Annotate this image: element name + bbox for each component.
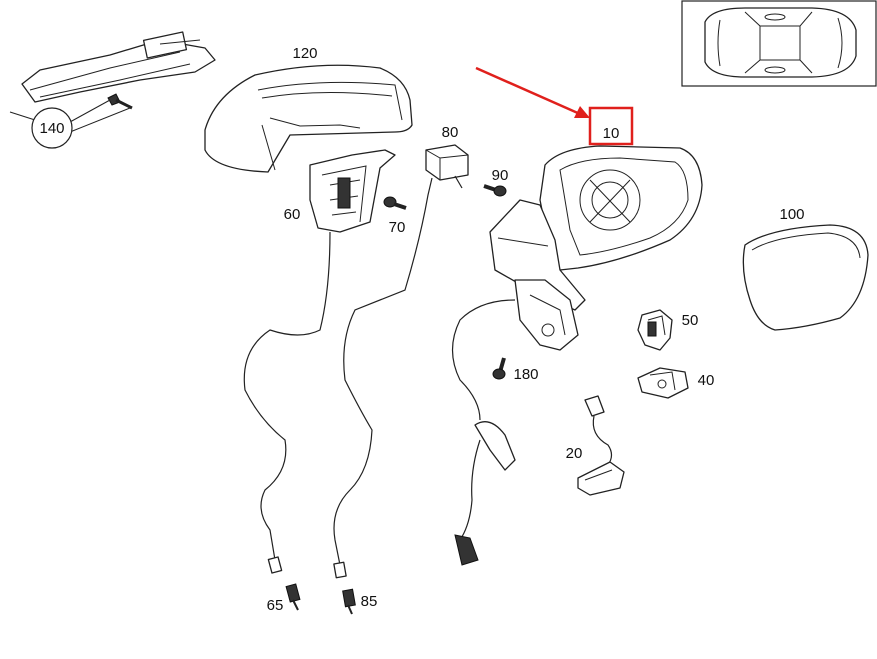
part-140-turn-signal: 140 bbox=[9, 31, 216, 149]
label-70: 70 bbox=[389, 219, 406, 236]
part-50-motor: 50 bbox=[637, 309, 699, 351]
screw-icon bbox=[107, 93, 133, 110]
label-80: 80 bbox=[442, 124, 459, 141]
label-100: 100 bbox=[779, 206, 804, 223]
label-50: 50 bbox=[682, 312, 699, 329]
label-140: 140 bbox=[39, 120, 64, 137]
highlight-box bbox=[588, 106, 634, 146]
part-90-screw: 90 bbox=[483, 167, 509, 197]
part-80-module: 80 bbox=[333, 124, 469, 566]
part-180-screw: 180 bbox=[492, 357, 539, 383]
label-10: 10 bbox=[603, 125, 620, 142]
part-65-connector: 65 bbox=[267, 556, 301, 614]
part-60-bracket: 60 bbox=[243, 149, 396, 561]
part-100-mirror-glass: 100 bbox=[742, 206, 869, 331]
label-180: 180 bbox=[513, 366, 538, 383]
vehicle-thumbnail bbox=[681, 0, 877, 87]
label-120: 120 bbox=[292, 45, 317, 62]
label-90: 90 bbox=[492, 167, 509, 184]
part-40-motor: 40 bbox=[637, 367, 715, 399]
label-85: 85 bbox=[361, 593, 378, 610]
part-10-mirror-housing bbox=[451, 145, 703, 566]
label-60: 60 bbox=[284, 206, 301, 223]
part-70-screw: 70 bbox=[383, 196, 407, 236]
part-20-puddle-lamp: 20 bbox=[566, 395, 625, 496]
part-85-connector: 85 bbox=[333, 561, 378, 615]
label-40: 40 bbox=[698, 372, 715, 389]
car-top-view-icon bbox=[704, 7, 857, 78]
callout-circle bbox=[31, 107, 73, 149]
part-120-mirror-cover: 120 bbox=[204, 45, 413, 173]
label-20: 20 bbox=[566, 445, 583, 462]
label-65: 65 bbox=[267, 597, 284, 614]
red-arrow-icon bbox=[475, 66, 590, 118]
